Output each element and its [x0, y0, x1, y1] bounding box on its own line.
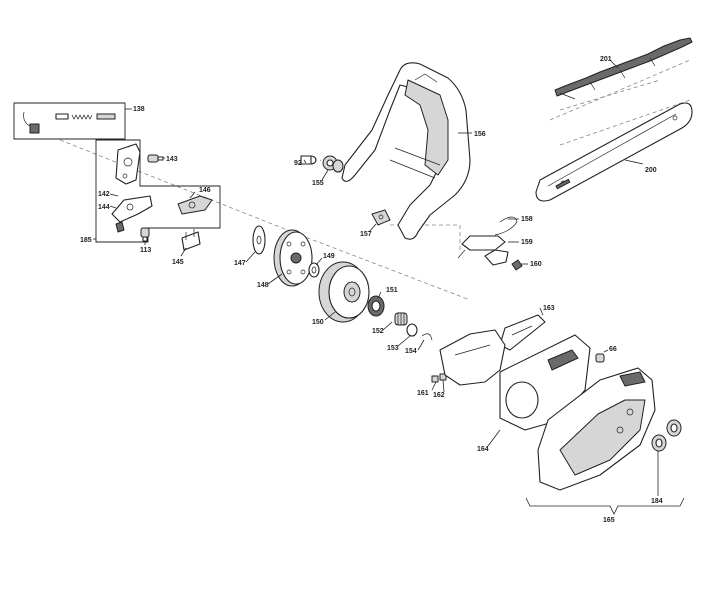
washer-153[interactable] — [406, 323, 418, 337]
label-144: 144 — [98, 204, 110, 211]
bushing-92[interactable] — [300, 155, 317, 165]
label-113: 113 — [140, 247, 151, 254]
label-158: 158 — [521, 216, 533, 223]
saw-chain[interactable] — [549, 37, 693, 121]
lever-159[interactable] — [457, 235, 506, 259]
label-149: 149 — [323, 253, 335, 260]
label-163: 163 — [543, 305, 555, 312]
label-92: 92 — [294, 160, 302, 167]
label-147: 147 — [234, 260, 246, 267]
clutch-148[interactable] — [273, 229, 313, 287]
pin-161[interactable] — [431, 375, 439, 383]
sprocket-151[interactable] — [367, 295, 385, 317]
nut-184[interactable] — [651, 419, 682, 452]
inner-plate-164[interactable] — [439, 329, 506, 386]
label-164: 164 — [477, 446, 489, 453]
label-200: 200 — [645, 167, 657, 174]
assembly-axis-lines — [59, 79, 691, 301]
callout-labels: 138 143 142 144 146 185 113 145 147 148 … — [80, 56, 663, 524]
label-165: 165 — [603, 517, 615, 524]
oil-pump-group-185[interactable] — [95, 139, 221, 243]
assembly-bracket-165 — [525, 497, 685, 515]
label-145: 145 — [172, 259, 184, 266]
clutch-drum-150[interactable] — [318, 261, 370, 323]
bushing-155[interactable] — [322, 155, 344, 173]
label-148: 148 — [257, 282, 269, 289]
guide-bar[interactable] — [535, 102, 693, 202]
lever-160[interactable] — [484, 249, 523, 271]
label-157: 157 — [360, 231, 372, 238]
screw-66[interactable] — [595, 353, 605, 363]
label-155: 155 — [312, 180, 324, 187]
label-160: 160 — [530, 261, 542, 268]
label-156: 156 — [474, 131, 486, 138]
rear-handle[interactable] — [341, 62, 471, 240]
label-143: 143 — [166, 156, 178, 163]
label-162: 162 — [433, 392, 445, 399]
bearing-152[interactable] — [394, 312, 408, 326]
part-145[interactable] — [181, 229, 201, 251]
label-184: 184 — [651, 498, 663, 505]
label-138: 138 — [133, 106, 145, 113]
clip-157[interactable] — [371, 209, 391, 226]
oil-line-group-138[interactable] — [13, 102, 126, 140]
label-154: 154 — [405, 348, 417, 355]
label-161: 161 — [417, 390, 429, 397]
label-159: 159 — [521, 239, 533, 246]
label-201: 201 — [600, 56, 612, 63]
sprocket-cover-165[interactable] — [537, 367, 656, 491]
label-152: 152 — [372, 328, 384, 335]
washer-149[interactable] — [308, 262, 320, 278]
label-150: 150 — [312, 319, 324, 326]
screw-143[interactable] — [147, 154, 164, 163]
label-151: 151 — [386, 287, 398, 294]
label-66: 66 — [609, 346, 617, 353]
label-142: 142 — [98, 191, 110, 198]
label-185: 185 — [80, 237, 92, 244]
screw-113[interactable] — [140, 227, 150, 242]
label-146: 146 — [199, 187, 211, 194]
label-153: 153 — [387, 345, 399, 352]
clip-154[interactable] — [421, 333, 433, 341]
chain-tensioner-163[interactable] — [499, 314, 546, 351]
washer-147[interactable] — [252, 225, 266, 255]
leader-lines — [93, 59, 659, 496]
